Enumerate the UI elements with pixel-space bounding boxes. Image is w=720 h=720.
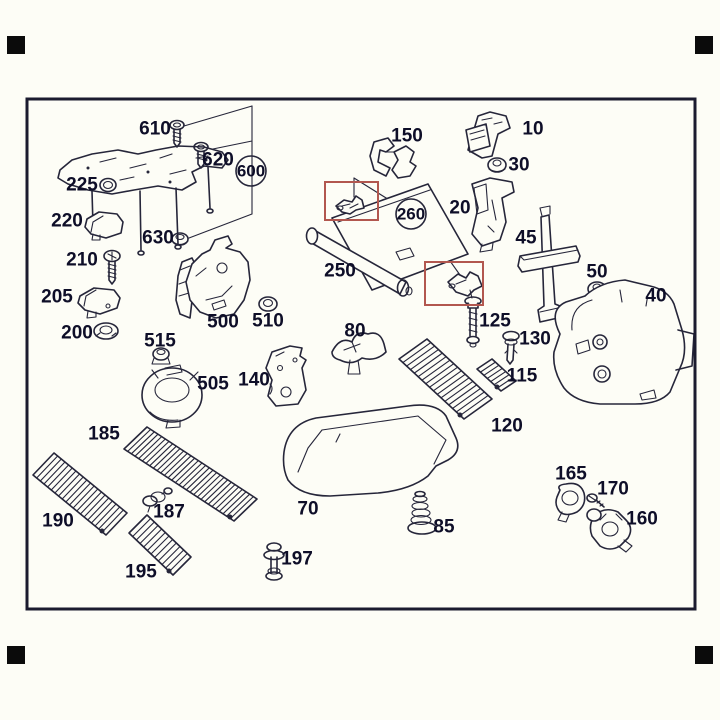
part-label-500: 500	[207, 312, 239, 333]
part-label-150: 150	[391, 126, 423, 147]
part-250-roller-blind	[305, 183, 469, 297]
part-165-clamp	[555, 482, 586, 523]
corner-marker	[695, 646, 713, 664]
part-510-grommet	[258, 296, 278, 312]
part-260-bracket-right	[447, 271, 483, 299]
part-10-clip	[465, 111, 511, 159]
part-630-nut	[171, 232, 189, 246]
part-label-40: 40	[645, 286, 666, 307]
part-120-sill-panel	[398, 338, 493, 420]
part-70-floor-tray	[282, 404, 459, 497]
part-label-125: 125	[479, 311, 511, 332]
part-130-pin	[502, 330, 520, 365]
part-80-clip	[331, 332, 387, 375]
part-label-195: 195	[125, 562, 157, 583]
part-label-20: 20	[449, 198, 470, 219]
part-label-10: 10	[522, 119, 543, 140]
part-190-sill-panel	[32, 452, 128, 536]
diagram-border	[25, 97, 697, 611]
part-label-205: 205	[41, 287, 73, 308]
part-label-170: 170	[597, 479, 629, 500]
part-label-120: 120	[491, 416, 523, 437]
part-label-510: 510	[252, 311, 284, 332]
part-40-trim-panel	[552, 279, 695, 405]
part-label-610: 610	[139, 119, 171, 140]
part-label-620: 620	[202, 150, 234, 171]
part-label-130: 130	[519, 329, 551, 350]
part-label-190: 190	[42, 511, 74, 532]
part-label-505: 505	[197, 374, 229, 395]
part-500-bracket	[175, 235, 251, 319]
part-160-actuator	[586, 508, 633, 553]
part-label-165: 165	[555, 464, 587, 485]
part-205-cover	[77, 287, 121, 319]
part-label-515: 515	[144, 331, 176, 352]
leader-lines-600	[183, 105, 253, 239]
part-label-85: 85	[433, 517, 455, 538]
part-label-160: 160	[626, 509, 658, 530]
corner-marker	[7, 36, 25, 54]
circled-label-ring-600	[235, 155, 267, 187]
part-label-630: 630	[142, 228, 174, 249]
part-225-grommet	[99, 177, 117, 193]
part-label-80: 80	[344, 321, 365, 342]
part-610-screw	[169, 119, 185, 148]
part-label-115: 115	[507, 366, 538, 387]
part-label-225: 225	[66, 175, 98, 196]
part-label-70: 70	[297, 499, 318, 520]
part-label-185: 185	[88, 424, 120, 445]
circled-label-ring-260	[395, 198, 427, 230]
highlight-box	[424, 261, 484, 306]
part-label-50: 50	[586, 262, 607, 283]
part-label-210: 210	[66, 250, 98, 271]
part-200-washer	[93, 322, 119, 340]
highlight-box	[324, 181, 379, 221]
part-label-187: 187	[153, 502, 185, 523]
part-505-foam-insert	[141, 364, 203, 429]
part-label-220: 220	[51, 211, 83, 232]
part-187-rivet	[142, 487, 173, 513]
corner-marker	[7, 646, 25, 664]
part-195-sill-panel	[128, 514, 192, 576]
part-label-140: 140	[238, 370, 270, 391]
part-20-panel	[471, 177, 515, 253]
part-label-200: 200	[61, 323, 93, 344]
corner-marker	[695, 36, 713, 54]
part-185-sill-panel	[123, 426, 258, 522]
part-label-250: 250	[324, 261, 356, 282]
part-150-bracket	[369, 137, 417, 179]
part-label-30: 30	[508, 155, 529, 176]
circled-label-260: 260	[397, 205, 425, 224]
part-label-45: 45	[515, 228, 537, 249]
part-170-screw	[586, 493, 605, 508]
part-220-cover	[84, 211, 124, 241]
circled-label-600: 600	[237, 162, 265, 181]
part-label-197: 197	[281, 549, 313, 570]
part-125-bolt	[464, 296, 482, 348]
part-197-bolt	[263, 542, 285, 581]
part-620-screw	[193, 141, 209, 169]
part-115-sill-piece	[476, 358, 517, 392]
part-210-screw	[103, 249, 121, 285]
part-140-bracket	[265, 345, 307, 407]
part-30-grommet	[487, 157, 507, 173]
part-85-screw	[407, 490, 437, 535]
part-515-clip	[151, 347, 171, 365]
part-260-bracket-left	[335, 195, 365, 215]
